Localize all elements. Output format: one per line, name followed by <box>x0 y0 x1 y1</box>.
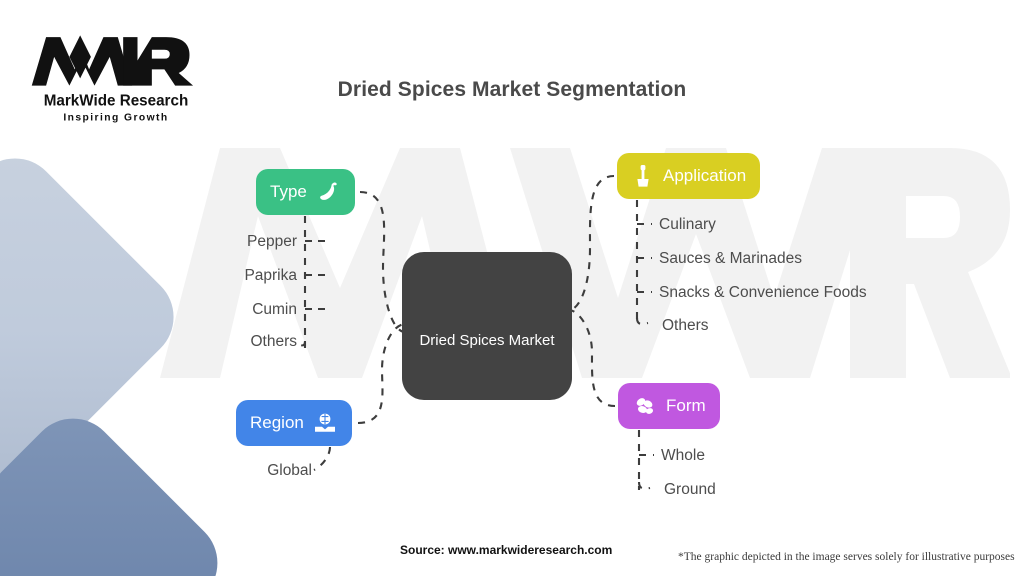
source-text: Source: www.markwideresearch.com <box>400 543 613 557</box>
ticks-type-outer <box>318 239 332 311</box>
child-application-1: Sauces & Marinades <box>659 250 803 267</box>
ticks-application <box>637 222 652 294</box>
page-title: Dried Spices Market Segmentation <box>337 78 687 101</box>
center-node[interactable]: Dried Spices Market <box>402 252 572 400</box>
tick-type-last <box>295 340 307 347</box>
connector-application-center <box>569 174 615 312</box>
branch-pill-application[interactable]: Application <box>617 153 761 199</box>
mortar-pestle-icon <box>631 163 655 189</box>
child-type-1: Paprika <box>244 267 297 284</box>
tick-form-last <box>637 481 651 490</box>
child-form-0: Whole <box>661 447 705 464</box>
branch-label-type: Type <box>270 182 307 201</box>
branch-label-region: Region <box>250 413 304 432</box>
logo-tagline: Inspiring Growth <box>63 113 168 124</box>
spine-region <box>313 446 332 471</box>
spice-seeds-icon <box>632 393 658 419</box>
branch-pill-region[interactable]: Region <box>236 400 352 446</box>
branch-pill-type[interactable]: Type <box>256 169 355 215</box>
connector-type-center <box>359 190 405 334</box>
child-region-0: Global <box>267 462 312 479</box>
child-application-3: Others <box>662 317 709 334</box>
branch-label-application: Application <box>663 166 747 185</box>
chili-pepper-icon <box>315 179 341 205</box>
child-application-2: Snacks & Convenience Foods <box>659 284 867 301</box>
branch-label-form: Form <box>666 396 706 415</box>
brand-logo: MarkWide Research Inspiring Growth <box>31 35 194 124</box>
child-type-2: Cumin <box>252 301 297 318</box>
globe-hands-icon <box>312 410 338 436</box>
child-type-0: Pepper <box>247 233 297 250</box>
child-type-3: Others <box>250 333 297 350</box>
branch-pill-form[interactable]: Form <box>618 383 720 429</box>
disclaimer-text: *The graphic depicted in the image serve… <box>678 551 1015 563</box>
connector-form-center <box>569 308 616 408</box>
logo-name: MarkWide Research <box>44 92 189 109</box>
connector-region-center <box>357 322 405 425</box>
child-application-0: Culinary <box>659 216 716 233</box>
child-form-1: Ground <box>664 481 716 498</box>
tick-application-last <box>635 317 649 326</box>
